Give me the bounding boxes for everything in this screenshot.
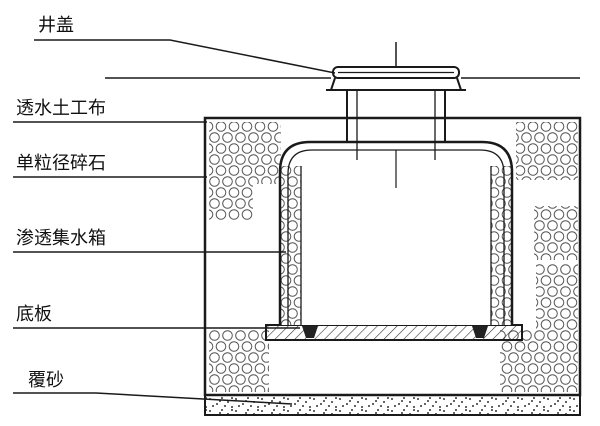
label-single-size-gravel: 单粒径碎石 bbox=[16, 153, 106, 173]
gravel-strip-right bbox=[491, 166, 511, 325]
label-manhole-cover: 井盖 bbox=[38, 15, 74, 35]
manhole-riser bbox=[346, 90, 446, 160]
tank-foot-right bbox=[472, 326, 488, 338]
leader-sand-cover bbox=[13, 392, 293, 405]
manhole-cover bbox=[326, 66, 466, 91]
tank-outer-wall bbox=[278, 140, 514, 325]
label-infiltration-tank: 渗透集水箱 bbox=[16, 228, 106, 248]
label-sand-cover: 覆砂 bbox=[28, 370, 64, 390]
label-permeable-geotextile: 透水土工布 bbox=[16, 98, 106, 118]
sand-layer bbox=[204, 394, 581, 416]
leader-manhole-cover bbox=[34, 39, 336, 74]
label-bottom-plate: 底板 bbox=[16, 304, 52, 324]
gravel-strip-left bbox=[281, 166, 301, 325]
infiltration-tank bbox=[278, 140, 514, 325]
leader-lines bbox=[13, 39, 336, 405]
tank-foot-left bbox=[302, 326, 318, 338]
gravel-fill-pattern bbox=[209, 122, 578, 392]
